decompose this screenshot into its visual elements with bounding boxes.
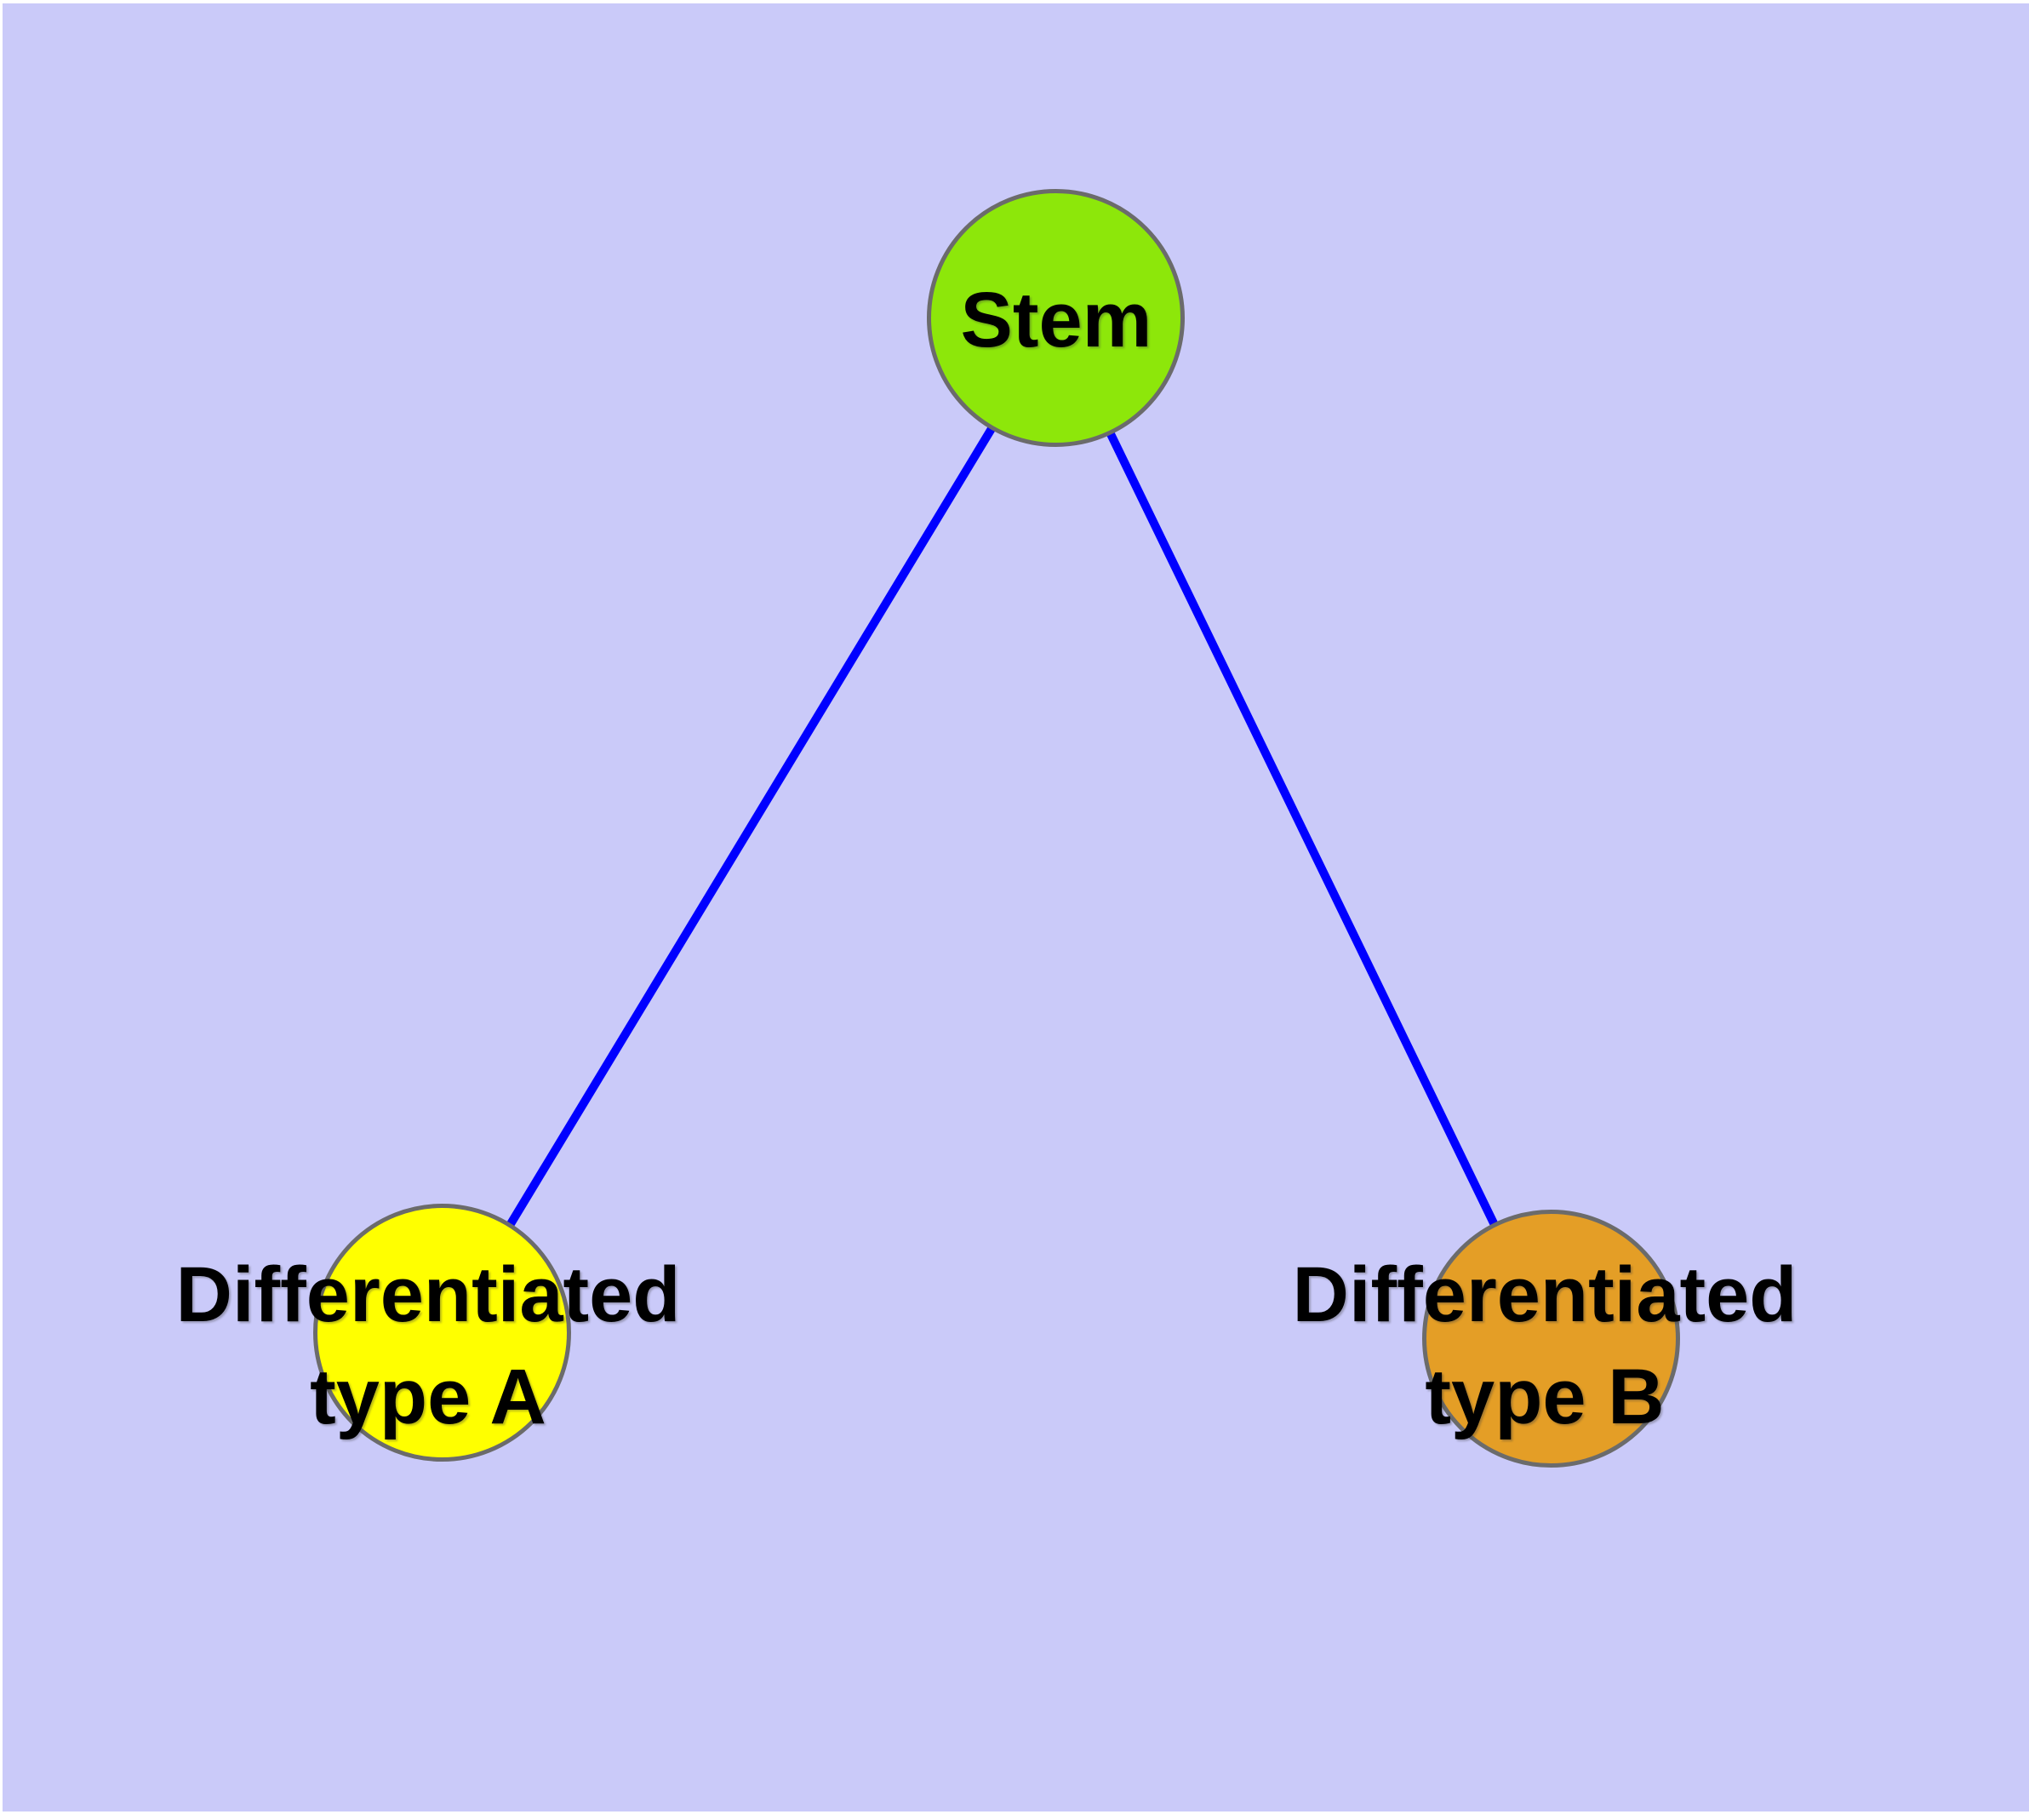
- edge-stem-to-type-a: [438, 319, 1060, 1339]
- node-label-type-a-line2: type A: [310, 1354, 546, 1440]
- node-label-stem: Stem: [588, 269, 1524, 371]
- edge-stem-to-type-b: [1052, 319, 1556, 1345]
- node-label-type-b-line2: type B: [1425, 1354, 1665, 1440]
- node-differentiated-type-a: [313, 1204, 571, 1462]
- node-label-differentiated-type-b: Differentiated type B: [1077, 1244, 2013, 1448]
- node-label-differentiated-type-a: Differentiated type A: [0, 1244, 896, 1448]
- node-stem: [927, 189, 1185, 447]
- edges-layer: [438, 319, 1556, 1345]
- node-label-stem-text: Stem: [960, 277, 1152, 363]
- node-label-type-a-line1: Differentiated: [175, 1251, 681, 1338]
- node-differentiated-type-b: [1422, 1210, 1680, 1468]
- diagram-canvas: Stem Differentiated type A Differentiate…: [3, 3, 2029, 1811]
- node-label-type-b-line1: Differentiated: [1292, 1251, 1798, 1338]
